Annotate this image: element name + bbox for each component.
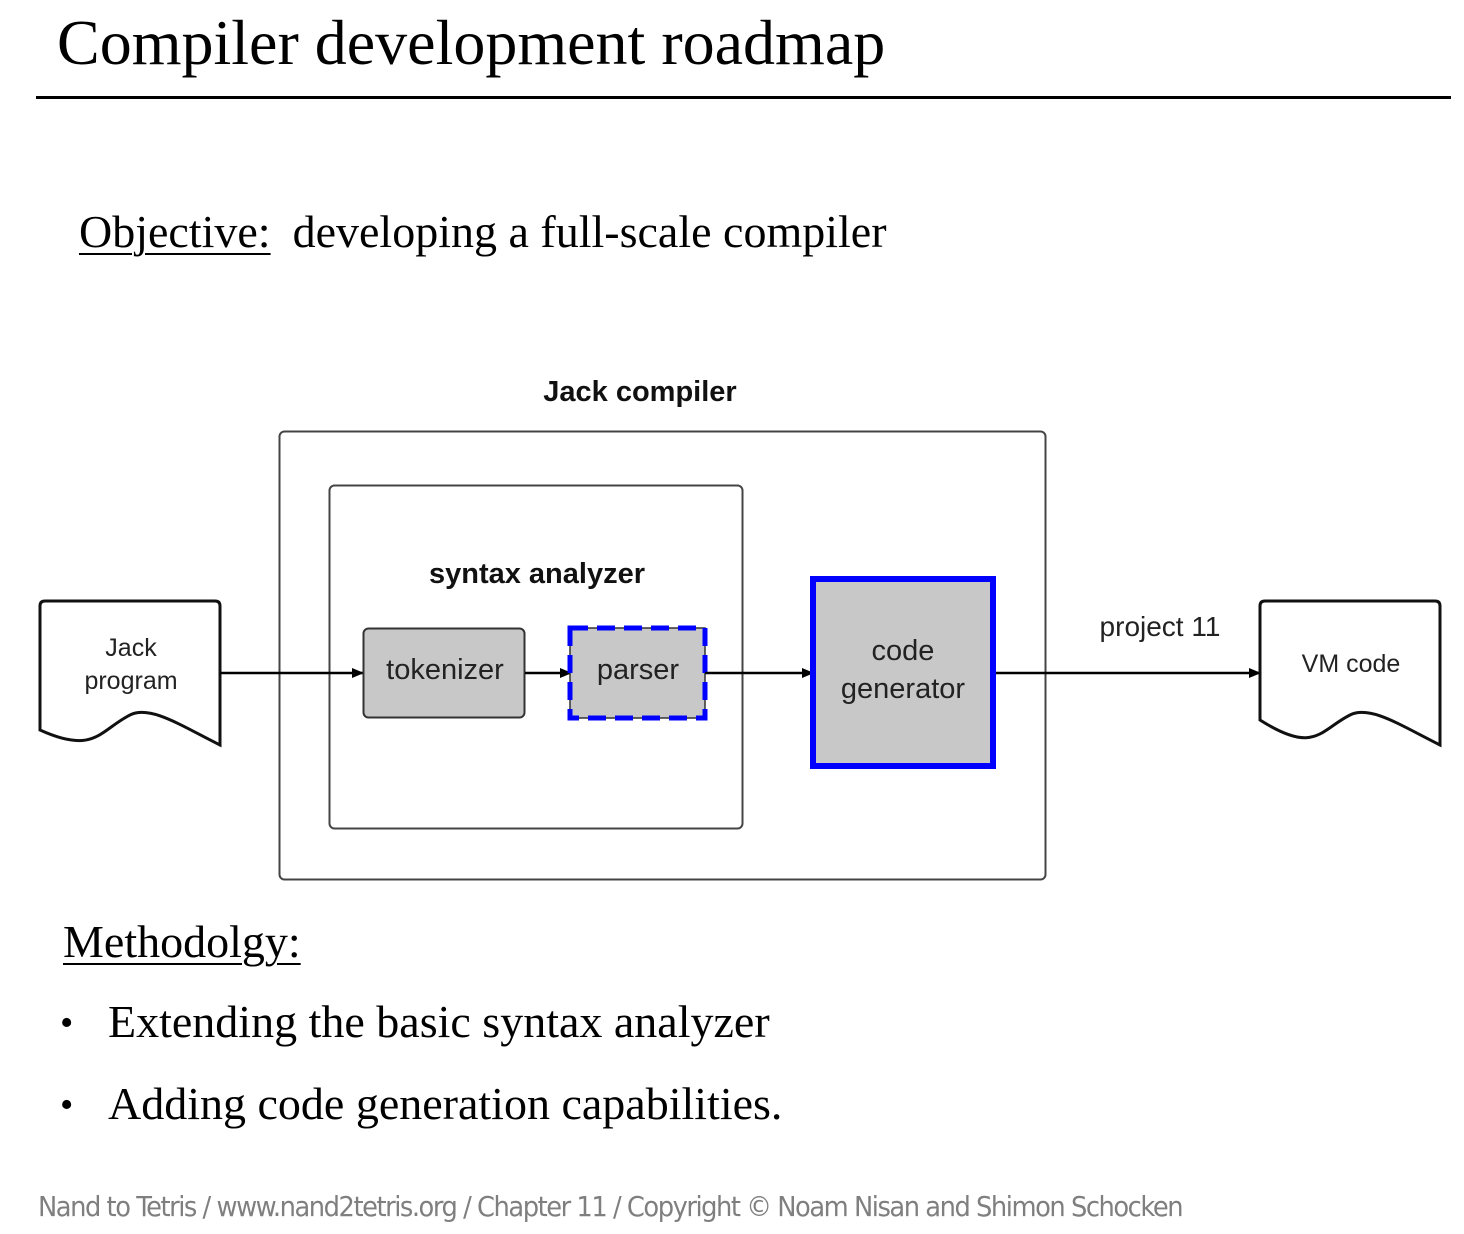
bullet-icon: •	[60, 1084, 74, 1126]
tokenizer-label: tokenizer	[386, 654, 504, 686]
jack-compiler-label: Jack compiler	[543, 376, 736, 408]
bullet-text: Extending the basic syntax analyzer	[108, 996, 770, 1047]
project-11-label: project 11	[1100, 611, 1221, 642]
syntax-analyzer-label: syntax analyzer	[429, 558, 645, 590]
code-generator-box	[810, 576, 996, 769]
objective-label: Objective:	[79, 206, 271, 257]
vm-code-label: VM code	[1302, 650, 1401, 678]
slide-footer: Nand to Tetris / www.nand2tetris.org / C…	[38, 1190, 1184, 1223]
objective-text: developing a full-scale compiler	[292, 206, 887, 257]
methodology-bullet: • Adding code generation capabilities.	[60, 1077, 782, 1159]
methodology-heading: Methodolgy:	[63, 916, 301, 967]
tokenizer-box	[362, 627, 526, 719]
jack-compiler-box	[278, 430, 1047, 881]
title-divider	[36, 96, 1451, 99]
jack-program-label-line2: program	[84, 667, 177, 695]
jack-program-document-icon	[38, 599, 222, 748]
code-generator-label-line1: code	[872, 635, 935, 667]
methodology-bullet: • Extending the basic syntax analyzer	[60, 995, 782, 1077]
objective-line: Objective: developing a full-scale compil…	[79, 205, 887, 258]
syntax-analyzer-box	[328, 484, 744, 830]
parser-label: parser	[597, 654, 680, 686]
bullet-icon: •	[60, 1002, 74, 1044]
bullet-text: Adding code generation capabilities.	[108, 1078, 783, 1129]
code-generator-label-line2: generator	[841, 673, 965, 705]
vm-code-document-icon	[1258, 599, 1442, 748]
methodology-list: • Extending the basic syntax analyzer • …	[60, 995, 782, 1159]
slide-title: Compiler development roadmap	[57, 7, 886, 78]
jack-program-label-line1: Jack	[105, 634, 157, 662]
